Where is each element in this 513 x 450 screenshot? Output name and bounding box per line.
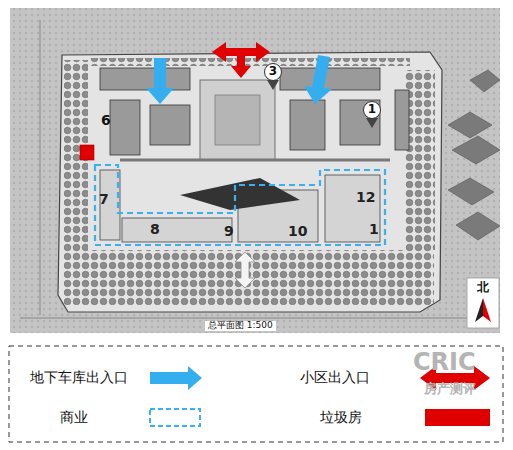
- building-number: 6: [101, 113, 111, 128]
- building-number: 8: [150, 222, 160, 237]
- legend-text: 商业: [60, 410, 88, 425]
- north-label-box: 北: [467, 278, 499, 298]
- watermark: 房产测评: [424, 382, 476, 396]
- legend-commercial-outline: [150, 409, 200, 426]
- building-number: 1: [369, 222, 379, 237]
- building-number: 9: [224, 224, 234, 239]
- callout-circle: 3: [264, 63, 282, 81]
- building-number: 12: [356, 190, 375, 205]
- building-number: 7: [99, 192, 109, 207]
- legend-text: 小区出入口: [300, 370, 370, 385]
- watermark: CRIC: [413, 349, 476, 375]
- callout-circle: 1: [363, 101, 381, 119]
- legend-text: 垃圾房: [320, 410, 362, 425]
- plan-title: 总平面图 1:500: [205, 321, 276, 331]
- building-number: 10: [288, 224, 307, 239]
- callout-number: 3: [269, 65, 277, 78]
- legend-swatch: [425, 409, 490, 426]
- north-label: 北: [477, 281, 489, 294]
- legend-text: 地下车库出入口: [30, 370, 128, 385]
- callout-number: 1: [368, 103, 376, 116]
- legend-garage-arrow: [150, 366, 202, 390]
